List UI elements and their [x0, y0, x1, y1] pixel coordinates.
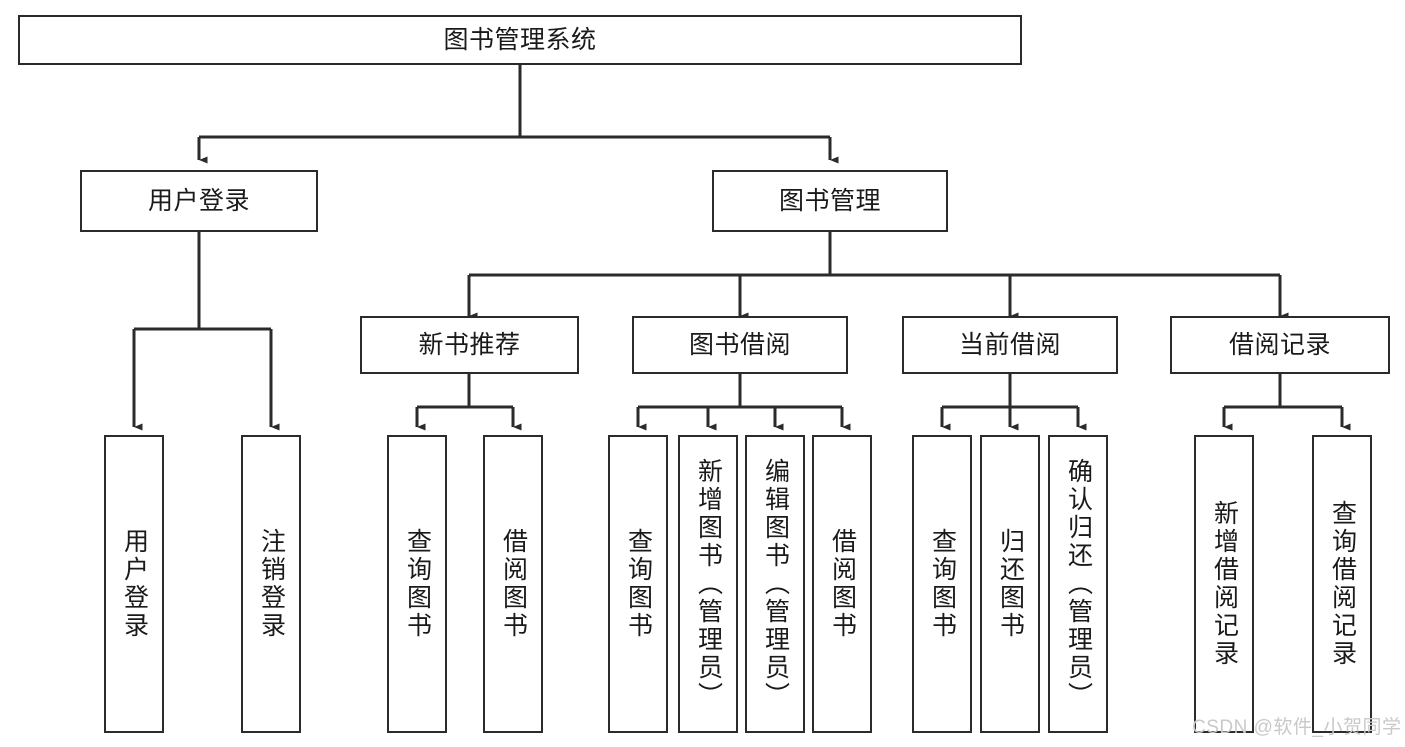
node-book-management[interactable]: 图书管理	[712, 170, 948, 232]
node-leaf-user-login[interactable]: 用户登录	[104, 435, 164, 733]
node-leaf-query-book-3[interactable]: 查询图书	[912, 435, 972, 733]
node-current-borrow-label: 当前借阅	[958, 331, 1061, 359]
node-leaf-borrow-book-2[interactable]: 借阅图书	[812, 435, 872, 733]
node-leaf-query-book-1-label: 查询图书	[403, 528, 432, 640]
node-leaf-borrow-book-2-label: 借阅图书	[828, 528, 857, 640]
node-borrow-record[interactable]: 借阅记录	[1170, 316, 1390, 374]
node-leaf-query-book-2[interactable]: 查询图书	[608, 435, 668, 733]
node-leaf-confirm-return-label: 确认归还（管理员）	[1064, 458, 1093, 710]
node-leaf-query-book-2-label: 查询图书	[624, 528, 653, 640]
node-leaf-add-book[interactable]: 新增图书（管理员）	[678, 435, 738, 733]
node-leaf-query-record[interactable]: 查询借阅记录	[1312, 435, 1372, 733]
node-leaf-logout-login[interactable]: 注销登录	[241, 435, 301, 733]
node-leaf-query-record-label: 查询借阅记录	[1328, 500, 1357, 668]
node-leaf-edit-book[interactable]: 编辑图书（管理员）	[745, 435, 805, 733]
node-borrow-record-label: 借阅记录	[1228, 331, 1331, 359]
node-new-book-recommend[interactable]: 新书推荐	[360, 316, 579, 374]
node-leaf-user-login-label: 用户登录	[120, 528, 149, 640]
node-leaf-return-book-label: 归还图书	[996, 528, 1025, 640]
node-root-label: 图书管理系统	[443, 26, 597, 54]
node-current-borrow[interactable]: 当前借阅	[902, 316, 1118, 374]
node-user-login-label: 用户登录	[147, 187, 250, 215]
node-root[interactable]: 图书管理系统	[18, 15, 1022, 65]
node-leaf-add-record-label: 新增借阅记录	[1210, 500, 1239, 668]
node-leaf-add-record[interactable]: 新增借阅记录	[1194, 435, 1254, 733]
node-leaf-query-book-1[interactable]: 查询图书	[387, 435, 447, 733]
node-leaf-borrow-book-1-label: 借阅图书	[499, 528, 528, 640]
node-new-book-recommend-label: 新书推荐	[418, 331, 521, 359]
node-book-borrow-label: 图书借阅	[688, 331, 791, 359]
node-leaf-return-book[interactable]: 归还图书	[980, 435, 1040, 733]
node-leaf-borrow-book-1[interactable]: 借阅图书	[483, 435, 543, 733]
node-leaf-confirm-return[interactable]: 确认归还（管理员）	[1048, 435, 1108, 733]
node-leaf-edit-book-label: 编辑图书（管理员）	[761, 458, 790, 710]
node-book-management-label: 图书管理	[778, 187, 881, 215]
node-book-borrow[interactable]: 图书借阅	[632, 316, 848, 374]
node-leaf-add-book-label: 新增图书（管理员）	[694, 458, 723, 710]
node-leaf-logout-login-label: 注销登录	[257, 528, 286, 640]
node-leaf-query-book-3-label: 查询图书	[928, 528, 957, 640]
node-user-login[interactable]: 用户登录	[80, 170, 318, 232]
